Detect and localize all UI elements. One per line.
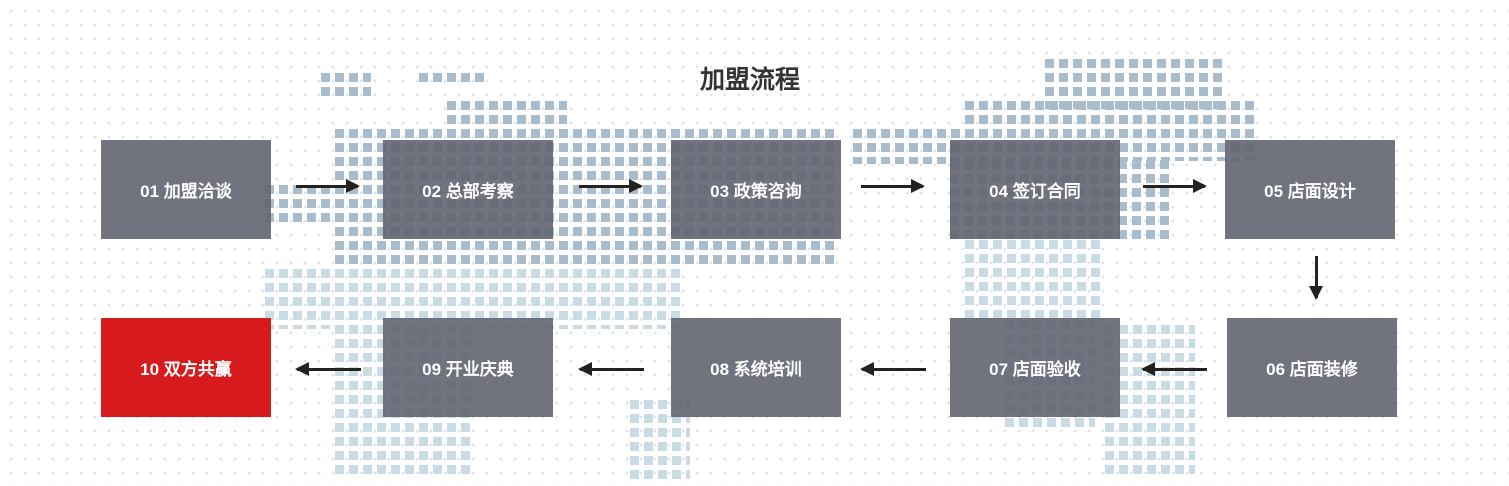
step-04: 04 签订合同 <box>950 140 1120 239</box>
step-06: 06 店面装修 <box>1227 318 1397 417</box>
arrow-down-icon <box>1309 256 1323 300</box>
step-10: 10 双方共赢 <box>101 318 271 417</box>
arrow-left-icon <box>578 362 644 376</box>
arrow-left-icon <box>295 362 361 376</box>
step-03: 03 政策咨询 <box>671 140 841 239</box>
arrow-left-icon <box>860 362 926 376</box>
step-01: 01 加盟洽谈 <box>101 140 271 239</box>
step-08: 08 系统培训 <box>671 318 841 417</box>
step-05: 05 店面设计 <box>1225 140 1395 239</box>
step-07: 07 店面验收 <box>950 318 1120 417</box>
step-09: 09 开业庆典 <box>383 318 553 417</box>
page-title: 加盟流程 <box>699 66 800 94</box>
step-02: 02 总部考察 <box>383 140 553 239</box>
arrow-right-icon <box>296 179 360 193</box>
arrow-left-icon <box>1141 362 1207 376</box>
arrow-right-icon <box>861 179 925 193</box>
arrow-right-icon <box>579 179 643 193</box>
arrow-right-icon <box>1143 179 1207 193</box>
